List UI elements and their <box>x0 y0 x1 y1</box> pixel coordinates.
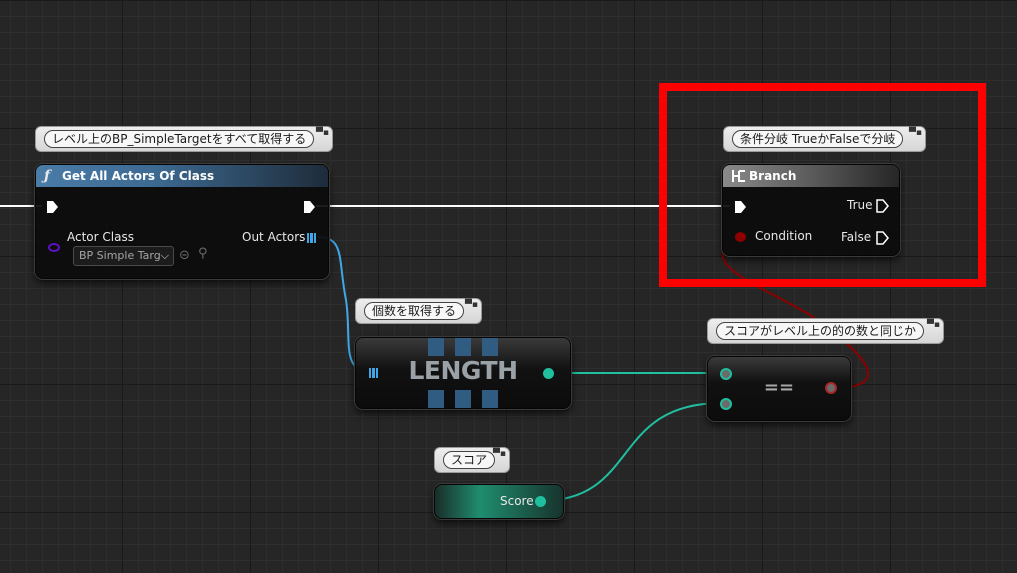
comment-text: 個数を取得する <box>364 302 465 320</box>
comment-length[interactable]: 個数を取得する ▀▪ <box>355 298 482 324</box>
node-header: Branch <box>723 165 899 187</box>
node-title: Branch <box>749 169 797 183</box>
exec-in-pin[interactable] <box>46 200 59 214</box>
branch-icon <box>732 170 745 182</box>
length-output-pin[interactable] <box>543 368 554 379</box>
comment-pin-icon[interactable]: ▀▪ <box>492 449 506 459</box>
out-actors-array-pin[interactable] <box>306 233 316 243</box>
comment-text: 条件分岐 TrueかFalseで分岐 <box>732 130 904 148</box>
equals-output-pin[interactable] <box>825 382 837 394</box>
highlight-box <box>659 83 986 287</box>
score-variable-node[interactable]: Score <box>434 484 564 519</box>
array-input-pin[interactable] <box>368 368 378 378</box>
exec-out-pin[interactable] <box>303 200 316 214</box>
comment-equals[interactable]: スコアがレベル上の的の数と同じか ▀▪ <box>707 318 944 344</box>
equals-label: == <box>763 377 795 398</box>
node-header: ƒ Get All Actors Of Class <box>36 165 328 187</box>
score-label: Score <box>500 494 534 508</box>
int-wire-score <box>539 402 723 502</box>
true-exec-out-pin[interactable] <box>876 199 889 213</box>
use-selected-icon[interactable]: ⊝ <box>179 248 190 263</box>
condition-pin[interactable] <box>735 232 746 242</box>
node-title: Get All Actors Of Class <box>62 169 215 183</box>
equals-input-b-pin[interactable] <box>720 398 732 410</box>
comment-get-all-actors[interactable]: レベル上のBP_SimpleTargetをすべて取得する ▀▪ <box>35 126 333 152</box>
comment-text: レベル上のBP_SimpleTargetをすべて取得する <box>44 130 315 148</box>
comment-pin-icon[interactable]: ▀▪ <box>464 300 478 310</box>
function-icon: ƒ <box>44 168 51 184</box>
equals-node[interactable]: == <box>707 356 851 421</box>
comment-pin-icon[interactable]: ▀▪ <box>908 128 922 138</box>
get-all-actors-of-class-node[interactable]: ƒ Get All Actors Of Class Actor Class BP… <box>35 164 329 279</box>
chevron-down-icon: ⌵ <box>160 249 169 262</box>
actor-class-pin[interactable] <box>48 243 60 252</box>
exec-in-pin[interactable] <box>734 200 747 214</box>
score-output-pin[interactable] <box>535 496 546 507</box>
false-label: False <box>841 230 872 244</box>
equals-input-a-pin[interactable] <box>720 368 732 380</box>
comment-text: スコアがレベル上の的の数と同じか <box>716 322 925 340</box>
condition-label: Condition <box>755 229 813 243</box>
false-exec-out-pin[interactable] <box>876 231 889 245</box>
actor-class-value: BP Simple Targ <box>79 249 161 262</box>
comment-score[interactable]: スコア ▀▪ <box>434 447 510 473</box>
length-label: LENGTH <box>408 356 519 385</box>
true-label: True <box>847 198 873 212</box>
length-array-graphic <box>426 338 500 408</box>
comment-pin-icon[interactable]: ▀▪ <box>926 320 940 330</box>
out-actors-label: Out Actors <box>242 230 306 244</box>
actor-class-label: Actor Class <box>67 230 134 244</box>
search-icon[interactable]: ⚲ <box>198 246 208 261</box>
branch-node[interactable]: Branch Condition True False <box>722 164 900 256</box>
comment-pin-icon[interactable]: ▀▪ <box>315 128 329 138</box>
actor-class-dropdown[interactable]: BP Simple Targ ⌵ <box>73 246 174 266</box>
comment-text: スコア <box>443 451 496 469</box>
comment-branch[interactable]: 条件分岐 TrueかFalseで分岐 ▀▪ <box>723 126 926 152</box>
length-node[interactable]: LENGTH <box>355 337 571 409</box>
